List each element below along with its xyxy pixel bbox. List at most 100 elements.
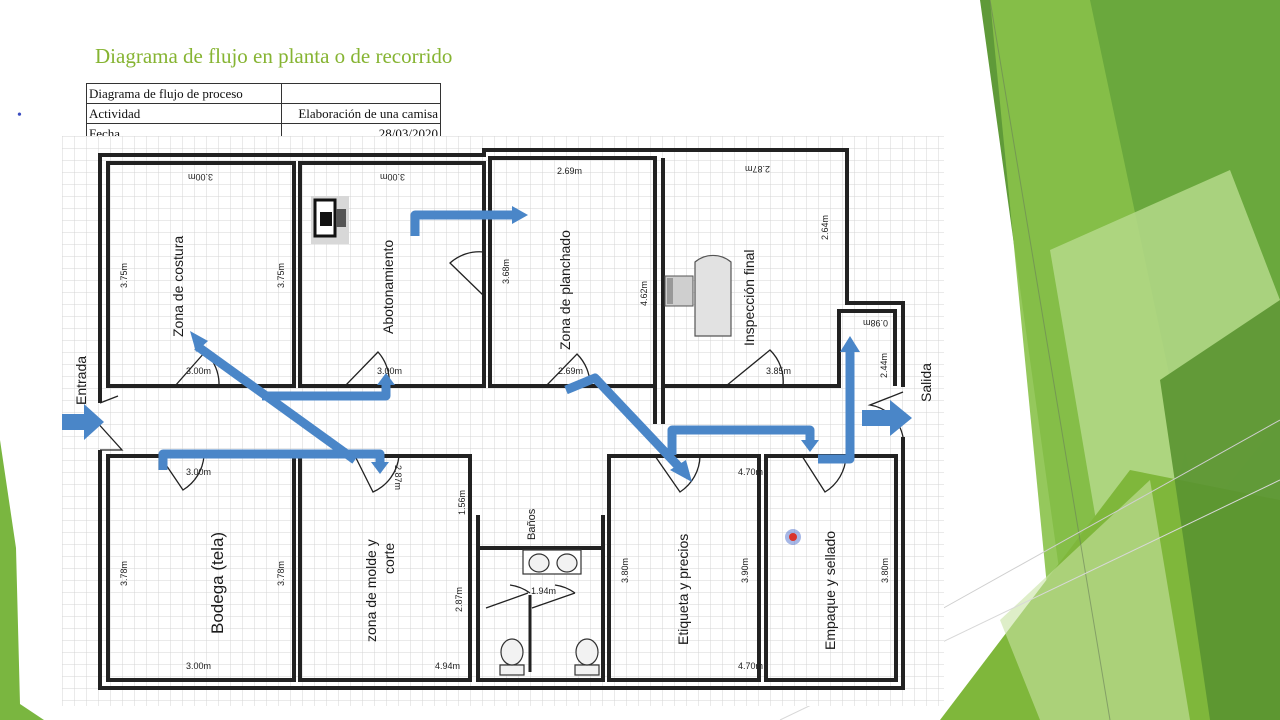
arrowhead-molde	[371, 462, 389, 474]
plan-grid-lines	[62, 136, 944, 706]
dim-etiqueta-top: 4.70m	[738, 467, 763, 477]
activity-label: Actividad	[86, 103, 282, 124]
arrowhead-inspeccion	[840, 336, 860, 352]
dim-banos-width: 1.94m	[531, 586, 556, 596]
dim-bodega-left: 3.78m	[119, 561, 129, 586]
door-molde	[354, 455, 400, 493]
label-entrada: Entrada	[73, 356, 89, 405]
dim-costura-left: 3.75m	[119, 263, 129, 288]
door-inspeccion	[725, 349, 784, 387]
dim-bodega-bottom: 3.00m	[186, 661, 211, 671]
room-inspeccion-final: Inspección final	[741, 249, 757, 346]
slide-title: Diagrama de flujo en planta o de recorri…	[95, 44, 453, 68]
wall-banos	[476, 515, 605, 682]
dim-salida-top: 0.98m	[863, 318, 888, 328]
deco-line-2	[939, 419, 1280, 611]
doors	[94, 251, 904, 609]
dim-molde-right: 2.87m	[454, 587, 464, 612]
dim-etiqueta-bottom: 4.70m	[738, 661, 763, 671]
info-row-activity: Actividad Elaboración de una camisa	[86, 103, 441, 124]
dim-costura-right: 3.75m	[276, 263, 286, 288]
door-bodega	[159, 455, 205, 491]
dim-inspeccion-bottom: 3.85m	[766, 366, 791, 376]
outer-wall	[98, 148, 905, 403]
activity-value: Elaboración de una camisa	[281, 103, 441, 124]
arrow-entrada	[62, 404, 104, 440]
cursor-dot-icon	[785, 529, 801, 545]
toilet-icon	[499, 638, 600, 676]
dim-costura-top: 3.00m	[188, 172, 213, 182]
bullet-point: •	[17, 108, 22, 123]
flow-arrows	[158, 210, 855, 472]
door-bano-right	[531, 584, 576, 609]
green-shape-dark	[1160, 300, 1280, 720]
room-molde-corte-1: zona de molde y	[363, 539, 379, 642]
dim-bodega-right: 3.78m	[276, 561, 286, 586]
dim-inspeccion-top: 2.87m	[745, 164, 770, 174]
dim-etiqueta-left: 3.80m	[620, 558, 630, 583]
door-planchado-side	[449, 251, 485, 297]
outer-wall-lower	[98, 437, 905, 690]
dim-planchado-bottom: 2.69m	[558, 366, 583, 376]
dim-banos-top: 1.56m	[457, 490, 467, 515]
dim-inspeccion-right: 2.64m	[820, 215, 830, 240]
room-etiqueta-precios: Etiqueta y precios	[675, 534, 691, 645]
deco-line-1	[989, 0, 1111, 720]
door-entrada	[94, 395, 124, 451]
room-banos: Baños	[526, 508, 538, 540]
arrow-abot-to-planchado	[410, 210, 512, 236]
sewing-machine-icon	[311, 196, 349, 244]
left-green-strip	[0, 440, 44, 720]
arrowhead-empaque	[801, 440, 819, 452]
arrow-etiqueta-to-empaque	[667, 425, 815, 455]
arrow-bodega-to-molde	[158, 449, 385, 470]
dim-molde-top: 2.87m	[393, 465, 403, 490]
info-row-header: Diagrama de flujo de proceso	[86, 83, 441, 104]
dim-planchado-right: 4.62m	[639, 281, 649, 306]
dim-bodega-top: 3.00m	[186, 467, 211, 477]
process-info-table: Diagrama de flujo de proceso Actividad E…	[86, 83, 441, 144]
wall-corridor-stub	[653, 386, 665, 424]
dim-planchado-left: 3.68m	[501, 259, 511, 284]
dim-salida-side: 2.44m	[879, 353, 889, 378]
arrow-planchado-to-etiqueta	[564, 373, 684, 472]
room-molde-corte-2: corte	[381, 543, 397, 574]
dim-etiqueta-right: 3.90m	[740, 558, 750, 583]
desk-chair-icon	[664, 254, 732, 337]
arrowhead-abot	[377, 373, 395, 385]
door-etiqueta	[654, 455, 701, 493]
sink-icon	[522, 549, 582, 575]
arrow-salida	[862, 400, 912, 436]
green-shape-highlight	[1000, 480, 1190, 720]
room-zona-costura: Zona de costura	[170, 236, 186, 337]
arrow-heads	[62, 206, 912, 482]
wall-abotonamiento	[298, 161, 486, 388]
arrowhead-etiqueta	[670, 460, 692, 482]
info-header-empty	[281, 83, 441, 104]
room-bodega: Bodega (tela)	[208, 532, 227, 634]
dim-abot-top: 3.00m	[380, 172, 405, 182]
room-abotonamiento: Abotonamiento	[380, 240, 396, 334]
arrow-empaque-to-inspeccion	[818, 352, 855, 464]
dim-molde-bottom: 4.94m	[435, 661, 460, 671]
dim-planchado-top: 2.69m	[557, 166, 582, 176]
wall-zona-costura	[106, 161, 296, 388]
room-empaque-sellado: Empaque y sellado	[822, 531, 838, 650]
label-salida: Salida	[918, 363, 934, 402]
arrow-molde-to-costura	[194, 342, 358, 464]
wall-inspeccion	[661, 158, 897, 388]
arrow-costura-to-abot	[262, 385, 391, 401]
walls	[98, 148, 905, 690]
room-zona-planchado: Zona de planchado	[557, 230, 573, 350]
arrowhead-planchado	[512, 206, 528, 224]
dim-empaque-right: 3.80m	[880, 558, 890, 583]
info-header-cell: Diagrama de flujo de proceso	[86, 83, 282, 104]
arrowhead-costura	[190, 331, 208, 352]
dim-costura-bottom: 3.00m	[186, 366, 211, 376]
floor-plan: Zona de costura Abotonamiento Zona de pl…	[62, 136, 944, 706]
door-bano-left	[485, 584, 531, 609]
wall-etiqueta	[607, 454, 761, 682]
dim-abot-bottom: 3.00m	[377, 366, 402, 376]
wall-molde	[298, 454, 472, 682]
